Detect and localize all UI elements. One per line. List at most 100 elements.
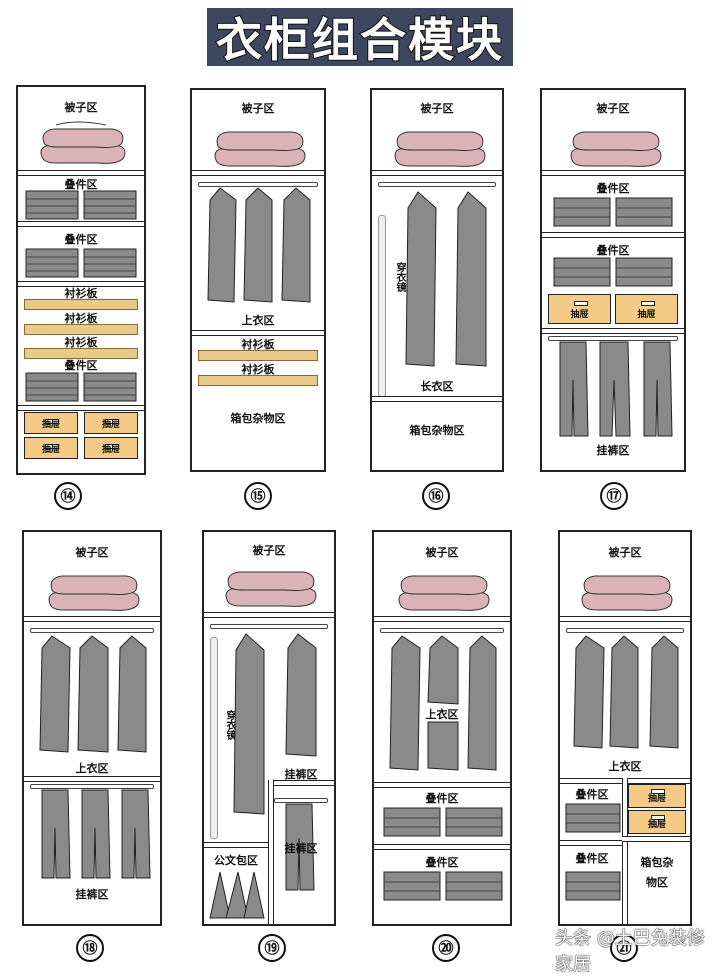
folded-shirts-icon — [553, 197, 673, 227]
top-clothes-label: 上衣区 — [425, 708, 459, 721]
page-title: 衣柜组合模块 — [215, 12, 504, 68]
shirt-board-label: 衬衫板 — [241, 338, 275, 351]
pants-rod — [548, 336, 678, 341]
pants-zone-label: 挂裤区 — [75, 888, 109, 901]
quilt-zone-label: 被子区 — [64, 101, 98, 114]
folding-zone-label: 叠件区 — [425, 792, 459, 805]
drawer[interactable]: 抽屉 — [84, 412, 138, 434]
bags-zone-label-2: 物区 — [646, 876, 668, 889]
shirt-board — [198, 375, 318, 386]
folding-zone-label: 叠件区 — [575, 852, 609, 865]
shirt-board-label: 衬衫板 — [64, 287, 98, 300]
module-number-20: ⑳ — [432, 934, 460, 962]
top-clothes-label: 上衣区 — [241, 314, 275, 327]
hanging-rod — [380, 628, 504, 633]
folding-zone-label: 叠件区 — [425, 856, 459, 869]
drawer[interactable]: 抽屉 — [24, 437, 78, 459]
briefcase-zone-label: 公文包区 — [214, 854, 258, 867]
folded-shirts-icon — [25, 190, 137, 220]
module-number-18: ⑱ — [76, 934, 104, 962]
top-clothes-label: 上衣区 — [608, 760, 642, 773]
folded-shirts-icon — [565, 871, 621, 901]
watermark: 头条 @土巴兔装修家居 — [555, 928, 705, 976]
folded-shirts-icon — [383, 807, 503, 837]
bags-zone-label: 箱包杂物区 — [409, 424, 465, 437]
drawer[interactable]: 抽屉 — [628, 810, 686, 834]
folded-shirts-icon — [25, 248, 137, 278]
mirror-label: 穿衣镜 — [394, 262, 405, 292]
coats-icon — [39, 635, 147, 753]
folding-zone-label: 叠件区 — [64, 178, 98, 191]
quilt-icon — [581, 575, 673, 611]
mirror — [210, 637, 218, 839]
folding-zone-label: 叠件区 — [596, 182, 630, 195]
quilt-icon — [225, 571, 317, 607]
coats-icon — [573, 635, 679, 749]
folded-shirts-icon — [25, 372, 137, 402]
quilt-icon — [394, 131, 486, 167]
module-number-15: ⑮ — [244, 482, 272, 510]
top-clothes-label: 上衣区 — [75, 762, 109, 775]
pants-rod — [274, 798, 328, 803]
quilt-zone-label: 被子区 — [252, 544, 286, 557]
wardrobe-15: 被子区 上衣区 衬衫板 衬衫板 箱包杂物区 — [190, 88, 326, 472]
wardrobe-17: 被子区 叠件区 叠件区 抽屉 抽屉 挂裤区 — [540, 88, 686, 472]
folding-zone-label: 叠件区 — [64, 359, 98, 372]
bags-zone-label: 箱包杂 — [640, 856, 674, 869]
hanging-rod — [198, 182, 318, 187]
module-number-16: ⑯ — [422, 482, 450, 510]
briefcase-icon — [209, 871, 265, 919]
wardrobe-21: 被子区 上衣区 叠件区 叠件区 抽屉 抽屉 箱包杂 物区 — [558, 530, 692, 926]
long-clothes-label: 长衣区 — [420, 380, 454, 393]
wardrobe-14: 被子区 叠件区 叠件区 衬衫板 衬衫板 衬衫板 叠件区 抽屉 抽屉 抽屉 抽屉 — [16, 85, 146, 475]
shirt-board — [198, 350, 318, 361]
drawer[interactable]: 抽屉 — [84, 437, 138, 459]
drawer[interactable]: 抽屉 — [548, 294, 611, 324]
shirt-board-label: 衬衫板 — [64, 312, 98, 325]
long-coat-icon — [233, 633, 265, 815]
drawer[interactable]: 抽屉 — [628, 784, 686, 808]
shirt-board-label: 衬衫板 — [241, 363, 275, 376]
hanging-zone-label: 挂裤区 — [284, 768, 318, 781]
folded-shirts-icon — [553, 257, 673, 287]
quilt-zone-label: 被子区 — [241, 102, 275, 115]
coat-icon — [285, 633, 317, 757]
quilt-zone-label: 被子区 — [596, 102, 630, 115]
hanging-rod — [210, 624, 328, 629]
quilt-icon — [398, 575, 490, 611]
hanging-rod — [566, 628, 684, 633]
quilt-icon — [48, 575, 140, 611]
quilt-zone-label: 被子区 — [420, 102, 454, 115]
quilt-icon — [570, 131, 662, 167]
pants-zone-label: 挂裤区 — [284, 842, 318, 855]
pants-icon — [285, 803, 315, 891]
shirt-board-label: 衬衫板 — [64, 336, 98, 349]
mirror — [378, 215, 386, 397]
module-number-14: ⑭ — [54, 482, 82, 510]
folding-zone-label: 叠件区 — [575, 788, 609, 801]
quilt-zone-label: 被子区 — [425, 546, 459, 559]
wardrobe-20: 被子区 上衣区 叠件区 叠件区 — [372, 530, 512, 926]
mirror-label: 穿衣镜 — [224, 710, 235, 740]
wardrobe-18: 被子区 上衣区 挂裤区 — [22, 530, 162, 926]
shirt-board — [24, 299, 138, 310]
quilt-icon — [40, 121, 126, 164]
long-coats-icon — [405, 191, 487, 367]
drawer[interactable]: 抽屉 — [24, 412, 78, 434]
hanging-rod — [378, 182, 496, 187]
folded-shirts-icon — [383, 871, 503, 901]
pants-rod — [30, 784, 154, 789]
pants-zone-label: 挂裤区 — [596, 444, 630, 457]
folded-shirts-icon — [565, 803, 621, 833]
drawer[interactable]: 抽屉 — [615, 294, 678, 324]
module-number-19: ⑲ — [258, 934, 286, 962]
folding-zone-label: 叠件区 — [596, 244, 630, 257]
pants-icon — [41, 789, 151, 879]
quilt-zone-label: 被子区 — [608, 546, 642, 559]
title-banner: 衣柜组合模块 — [207, 8, 513, 68]
wardrobe-16: 被子区 穿衣镜 长衣区 箱包杂物区 — [370, 88, 504, 472]
coats-icon — [207, 187, 311, 303]
shirt-board — [24, 348, 138, 359]
quilt-icon — [214, 131, 306, 167]
bags-zone-label: 箱包杂物区 — [230, 412, 286, 425]
